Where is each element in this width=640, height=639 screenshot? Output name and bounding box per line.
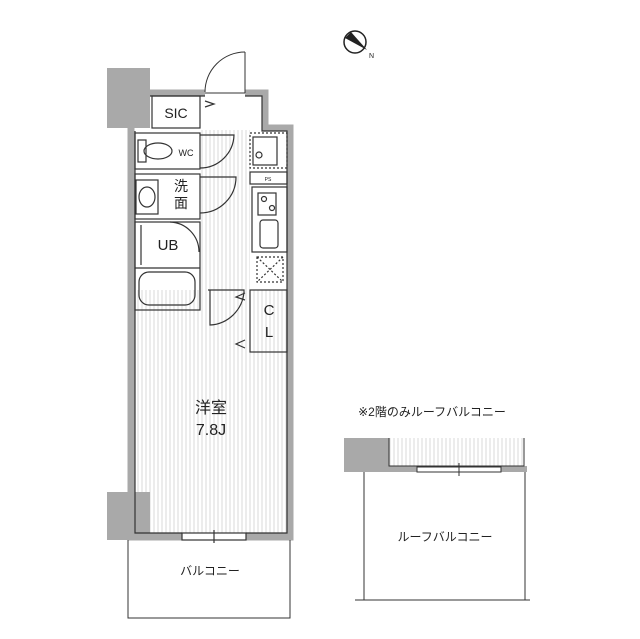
- washroom-label: 面: [174, 195, 188, 211]
- closet-label: L: [265, 324, 273, 341]
- sic-label: SIC: [164, 105, 187, 121]
- toilet: [137, 139, 147, 163]
- column: [107, 68, 150, 128]
- wc-label: WC: [179, 148, 194, 158]
- wash-basin: [135, 179, 159, 215]
- entrance-door: [204, 51, 246, 94]
- closet-label: C: [264, 302, 275, 319]
- sic-room: [151, 95, 201, 129]
- balcony: [127, 540, 291, 619]
- washer-space: [256, 256, 284, 283]
- bathtub: [138, 271, 196, 306]
- closet: [249, 289, 288, 353]
- western-room-label: 洋室: [195, 399, 227, 417]
- washroom-label: 洗: [174, 178, 188, 194]
- column: [344, 438, 389, 472]
- wc-room: [134, 132, 201, 170]
- ps-box: [249, 171, 288, 185]
- western-room-size: 7.8J: [196, 422, 226, 439]
- roof-balcony-note: ※2階のみルーフバルコニー: [358, 404, 506, 419]
- roof-balcony-label: ルーフバルコニー: [397, 530, 492, 544]
- unit-bath: [134, 221, 201, 311]
- outer-wall: [127, 89, 294, 541]
- kitchen-counter: [251, 186, 288, 253]
- north-arrow-icon: N: [343, 30, 374, 60]
- svg-text:N: N: [369, 53, 374, 60]
- fridge-space: [249, 132, 288, 169]
- balcony-label: バルコニー: [180, 564, 240, 578]
- unit-bath-label: UB: [158, 237, 179, 254]
- washroom: [134, 173, 201, 220]
- ps-label: PS: [265, 177, 272, 183]
